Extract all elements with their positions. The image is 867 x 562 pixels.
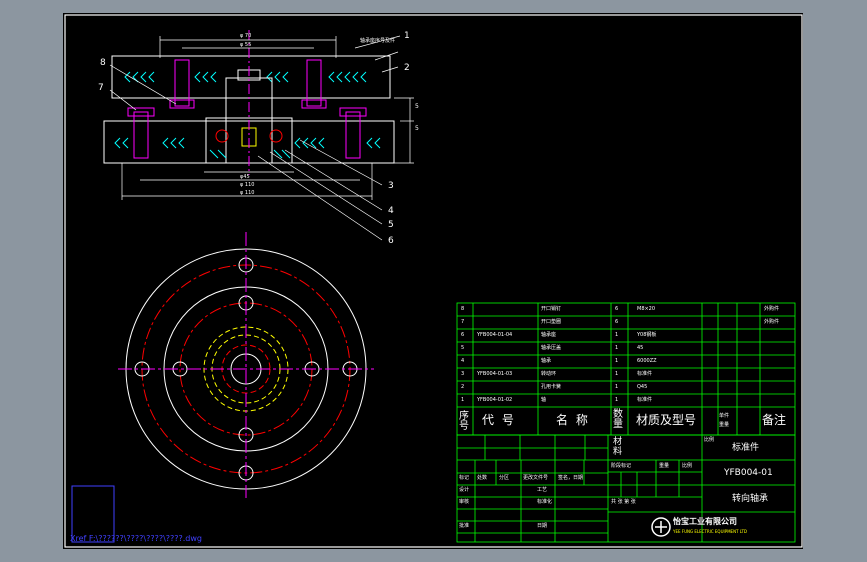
parts-cell-qty: 1: [615, 358, 619, 364]
tb-scale: 比例: [682, 463, 693, 469]
parts-cell-no: 3: [461, 371, 465, 377]
tb-design: 设计: [459, 487, 470, 493]
section-view: [103, 30, 414, 241]
bottom-plate-hatch: [114, 137, 381, 149]
tb-date: 日期: [537, 523, 548, 529]
leader-lines: [109, 35, 401, 241]
header-note: 备注: [762, 413, 787, 427]
sheet-border: [64, 14, 803, 548]
top-note: 轴承座序号及件: [360, 37, 395, 44]
dim-right-1: 5: [415, 125, 419, 132]
parts-cell-note: 外购件: [764, 306, 780, 312]
bolts: [127, 59, 367, 159]
material-label: 材料: [613, 437, 623, 457]
drawing-no: YFB004-01: [724, 468, 773, 478]
scale-label: 比例: [704, 437, 715, 443]
plan-view: [118, 232, 374, 498]
parts-cell-qty: 1: [615, 371, 619, 377]
callout-2: 2: [404, 63, 410, 73]
parts-cell-no: 6: [461, 332, 465, 338]
parts-cell-name: 轴承座: [541, 332, 557, 338]
header-no: 序号: [459, 411, 469, 432]
parts-cell-name: 孔用卡簧: [541, 384, 562, 390]
parts-cell-material: 45: [637, 345, 644, 351]
std-part: 标准件: [732, 443, 760, 453]
callout-8: 8: [100, 58, 106, 68]
parts-cell-material: 标准件: [637, 371, 653, 377]
parts-cell-no: 7: [461, 319, 465, 325]
parts-cell-no: 4: [461, 358, 465, 364]
dim-top-1: φ 70: [240, 33, 251, 39]
parts-cell-qty: 6: [615, 319, 619, 325]
callout-3: 3: [388, 181, 394, 191]
parts-cell-material: 标准件: [637, 397, 653, 403]
drawing-name: 转向轴承: [732, 494, 769, 504]
viewport-box: [71, 485, 115, 543]
dim-right-2: 5: [415, 103, 419, 110]
parts-cell-qty: 1: [615, 397, 619, 403]
parts-cell-material: M8×20: [637, 306, 656, 312]
parts-cell-code: YFB004-01-02: [477, 397, 513, 403]
parts-cell-no: 5: [461, 345, 465, 351]
title-block-grid: [456, 434, 796, 543]
parts-cell-no: 2: [461, 384, 465, 390]
callout-1: 1: [404, 31, 410, 41]
header-weight: 单件 重量: [719, 413, 730, 428]
callout-4: 4: [388, 206, 394, 216]
callout-7: 7: [98, 83, 104, 93]
top-plate: [111, 55, 391, 99]
dim-top-2: φ 55: [240, 42, 251, 48]
header-code: 代 号: [482, 413, 516, 427]
parts-cell-name: 开口销钉: [541, 306, 562, 312]
bearing-ball-right: [269, 129, 283, 143]
tb-check: 审核: [459, 499, 470, 505]
parts-cell-code: YFB004-01-03: [477, 371, 513, 377]
tb-count: 处数: [477, 475, 488, 481]
callout-6: 6: [388, 236, 394, 246]
tb-craft: 工艺: [537, 487, 548, 493]
parts-cell-name: 转动环: [541, 371, 557, 377]
dimension-lines: [121, 36, 414, 200]
dim-bottom-3: φ 110: [240, 190, 254, 196]
parts-cell-no: 1: [461, 397, 465, 403]
parts-cell-note: 外购件: [764, 319, 780, 325]
parts-cell-name: 轴承压盖: [541, 345, 562, 351]
company-logo: [651, 517, 671, 537]
tb-signature: 签名，日期: [558, 475, 584, 481]
company-name-cn: 怡宝工业有限公司: [673, 517, 737, 526]
parts-cell-material: Q45: [637, 384, 648, 390]
xref-path: Xref F:\??????\????\????\????.dwg: [70, 534, 203, 543]
company-name-en: YEE FUNG ELECTRIC EQUIPMENT LTD: [673, 529, 747, 534]
header-name: 名 称: [556, 413, 590, 427]
header-material: 材质及型号: [636, 413, 697, 427]
parts-cell-qty: 1: [615, 384, 619, 390]
tb-approve: 批准: [459, 523, 470, 529]
tb-zone: 分区: [499, 475, 510, 481]
tb-stage-mark: 阶段标记: [611, 463, 632, 469]
parts-cell-qty: 1: [615, 345, 619, 351]
parts-cell-no: 8: [461, 306, 465, 312]
dim-bottom-2: φ 110: [240, 182, 254, 188]
plan-centerlines: [118, 232, 374, 498]
bearing-ball-left: [215, 129, 229, 143]
parts-cell-name: 开口垫圈: [541, 319, 562, 325]
tb-weight: 重量: [659, 463, 670, 469]
parts-cell-name: 轴承: [541, 358, 552, 364]
tb-sheet: 共 张 第 张: [611, 499, 636, 505]
header-qty: 数量: [613, 409, 623, 430]
tb-change-doc: 更改文件号: [523, 475, 549, 481]
parts-cell-code: YFB004-01-04: [477, 332, 513, 338]
parts-cell-material: 6000ZZ: [637, 358, 657, 364]
dim-bottom-1: φ45: [240, 174, 250, 180]
top-plate-hatch: [124, 71, 367, 83]
tb-mark: 标记: [459, 475, 470, 481]
callout-5: 5: [388, 220, 394, 230]
parts-cell-qty: 1: [615, 332, 619, 338]
parts-cell-name: 轴: [541, 397, 547, 403]
parts-cell-material: Y08钢板: [637, 332, 657, 338]
tb-standard: 标准化: [537, 499, 553, 505]
parts-cell-qty: 6: [615, 306, 619, 312]
